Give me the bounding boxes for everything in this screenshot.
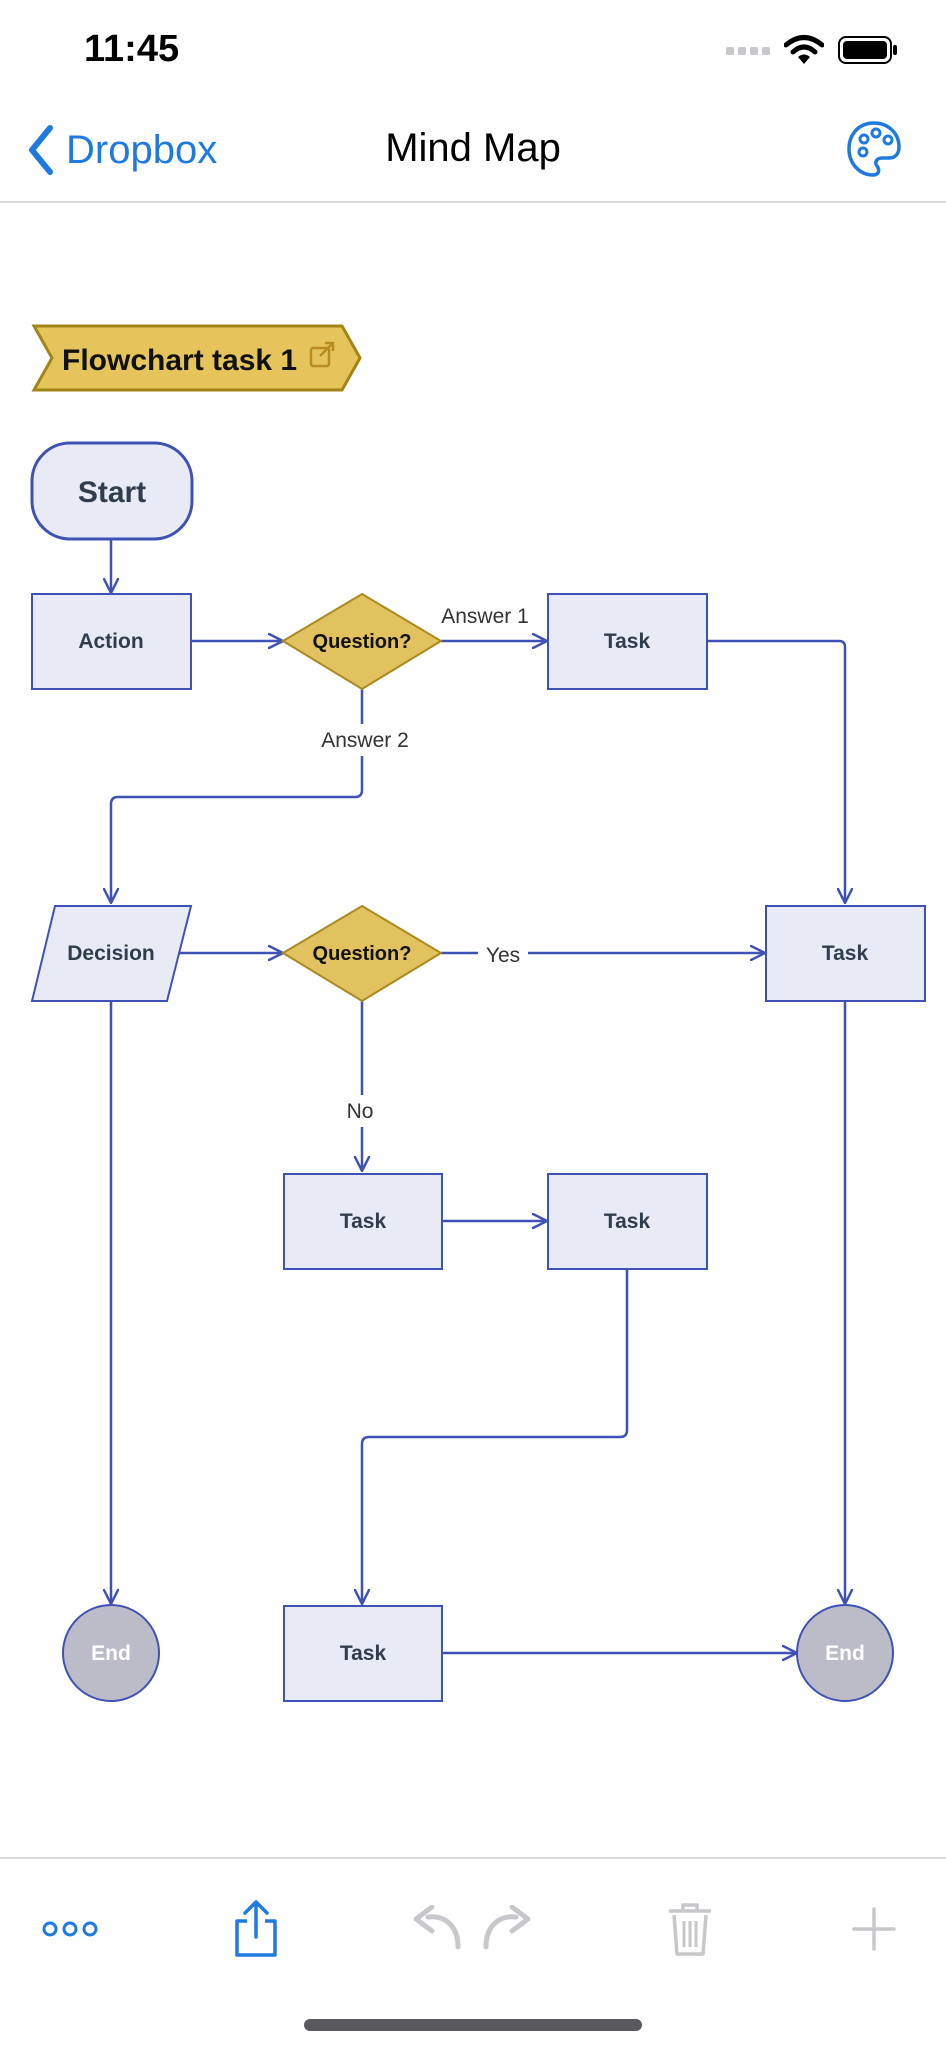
edge-label-answer-1: Answer 1 xyxy=(441,605,529,628)
node-end-2[interactable]: End xyxy=(796,1604,894,1702)
node-question-1-label: Question? xyxy=(313,631,412,653)
share-button[interactable] xyxy=(216,1889,296,1969)
share-icon xyxy=(235,1900,277,1957)
add-button[interactable] xyxy=(834,1889,914,1969)
undo-icon xyxy=(413,1905,461,1950)
palette-icon xyxy=(847,121,901,177)
cellular-signal-icon xyxy=(726,47,770,55)
delete-button[interactable] xyxy=(650,1889,730,1969)
node-task-2[interactable]: Task xyxy=(283,1173,443,1270)
back-button-label: Dropbox xyxy=(66,127,218,172)
node-task-2-label: Task xyxy=(340,1210,387,1233)
theme-palette-button[interactable] xyxy=(846,120,902,183)
wifi-icon xyxy=(784,35,824,64)
node-task-4[interactable]: Task xyxy=(283,1605,443,1702)
node-task-3-label: Task xyxy=(604,1210,651,1233)
battery-icon xyxy=(838,36,897,64)
undo-button[interactable] xyxy=(398,1889,478,1969)
redo-button[interactable] xyxy=(466,1889,546,1969)
status-time: 11:45 xyxy=(84,28,180,70)
bottom-toolbar xyxy=(0,1857,946,2050)
node-task-1-label: Task xyxy=(604,630,651,653)
page-title: Mind Map xyxy=(385,126,561,170)
mind-map-canvas[interactable]: Answer 1 Answer 2 Yes No Flowchart task … xyxy=(0,203,946,1857)
status-bar: 11:45 xyxy=(0,0,946,100)
edge-task1-task5 xyxy=(707,639,845,903)
plus-icon xyxy=(852,1907,896,1951)
node-end-1[interactable]: End xyxy=(62,1604,160,1702)
trash-icon xyxy=(669,1903,711,1956)
edge-question1-decision xyxy=(111,689,364,903)
edge-label-no: No xyxy=(347,1100,374,1123)
node-decision-label: Decision xyxy=(67,942,155,965)
node-start-label: Start xyxy=(78,476,146,509)
topic-banner[interactable]: Flowchart task 1 xyxy=(31,324,362,392)
node-task-3[interactable]: Task xyxy=(547,1173,708,1270)
more-button[interactable] xyxy=(30,1889,110,1969)
ellipsis-icon xyxy=(42,1921,98,1937)
node-end-2-label: End xyxy=(825,1642,865,1665)
external-link-icon[interactable] xyxy=(309,341,335,368)
node-question-2-label: Question? xyxy=(313,943,412,965)
navigation-bar: Dropbox Mind Map xyxy=(0,100,946,203)
edges xyxy=(111,540,845,1653)
node-action[interactable]: Action xyxy=(31,593,192,690)
flowchart-diagram[interactable]: Answer 1 Answer 2 Yes No Flowchart task … xyxy=(0,203,946,1857)
node-question-1[interactable]: Question? xyxy=(281,592,443,691)
node-decision[interactable]: Decision xyxy=(30,905,193,1002)
edge-label-answer-2: Answer 2 xyxy=(321,729,409,752)
back-button[interactable]: Dropbox xyxy=(26,124,217,176)
node-action-label: Action xyxy=(78,630,143,653)
topic-title: Flowchart task 1 xyxy=(62,344,297,377)
edge-label-yes: Yes xyxy=(486,944,520,967)
chevron-left-icon xyxy=(29,125,53,175)
redo-icon xyxy=(483,1905,531,1950)
node-task-1[interactable]: Task xyxy=(547,593,708,690)
node-end-1-label: End xyxy=(91,1642,131,1665)
home-indicator xyxy=(304,2019,642,2031)
node-task-5-label: Task xyxy=(822,942,869,965)
node-task-5[interactable]: Task xyxy=(765,905,926,1002)
node-question-2[interactable]: Question? xyxy=(281,904,443,1003)
node-start[interactable]: Start xyxy=(30,441,194,541)
node-task-4-label: Task xyxy=(340,1642,387,1665)
status-icons xyxy=(726,34,898,66)
edge-task3-task4 xyxy=(362,1269,629,1604)
